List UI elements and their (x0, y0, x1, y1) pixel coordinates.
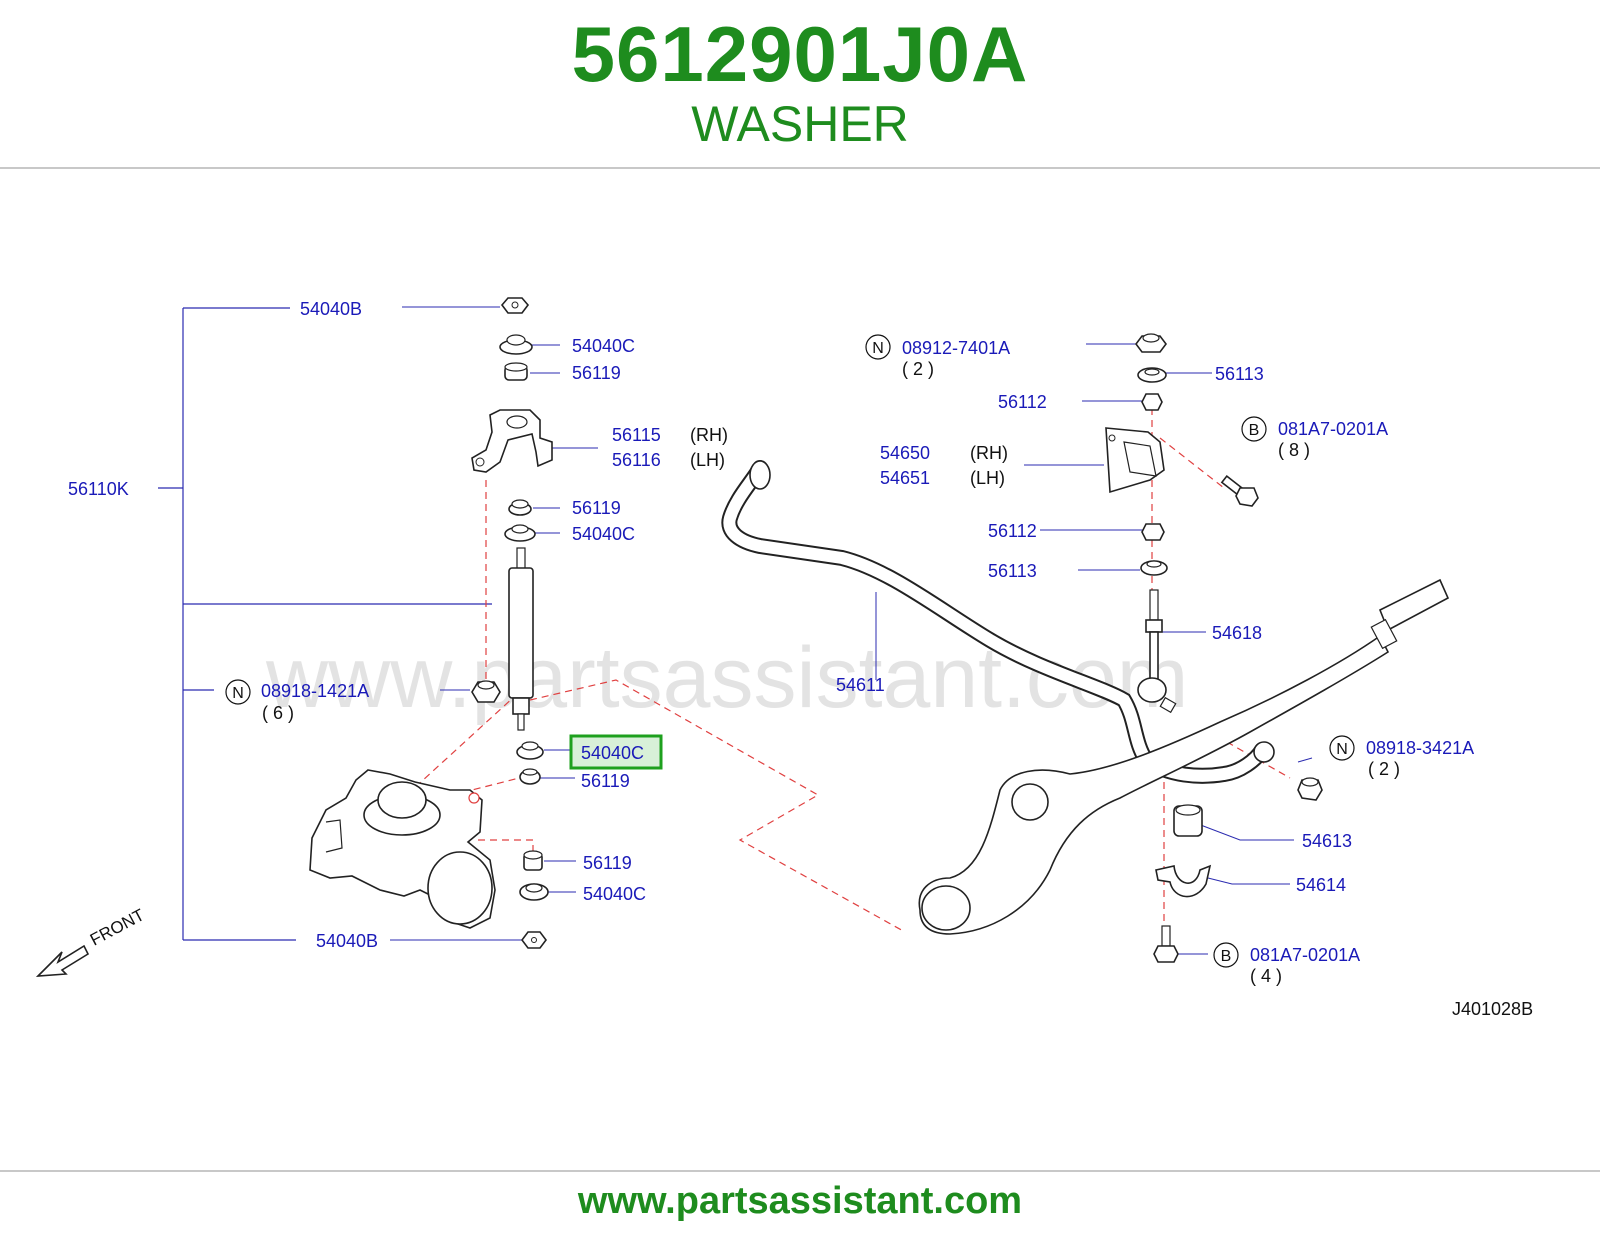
nut-54040b-top (500, 297, 530, 314)
label-54040c-4[interactable]: 54040C (583, 884, 646, 904)
bushing-56119-4 (523, 850, 543, 871)
label-56115[interactable]: 56115 (612, 425, 661, 445)
washer-56113-2 (1140, 560, 1168, 576)
shock-absorber (508, 547, 534, 731)
footer-divider (0, 1170, 1600, 1172)
shock-mount-bracket (471, 409, 553, 473)
header-divider (0, 167, 1600, 169)
page-header: 5612901J0A WASHER (0, 0, 1600, 168)
bolt-081a7-0201a-2 (1153, 925, 1179, 963)
label-56113-1[interactable]: 56113 (1215, 364, 1264, 384)
label-qty-8: ( 8 ) (1278, 440, 1310, 460)
lower-knuckle (309, 769, 496, 929)
label-54651[interactable]: 54651 (880, 468, 930, 488)
label-56112-1[interactable]: 56112 (998, 392, 1047, 412)
label-56113-2[interactable]: 56113 (988, 561, 1037, 581)
label-54614[interactable]: 54614 (1296, 875, 1346, 895)
label-08918-1421a[interactable]: 08918-1421A (261, 681, 369, 701)
nut-54040b-bottom (521, 931, 547, 949)
mark-b-2: B (1221, 948, 1232, 965)
label-54040b-top[interactable]: 54040B (300, 299, 362, 319)
label-qty-2b: ( 2 ) (1368, 759, 1400, 779)
footer-url[interactable]: www.partsassistant.com (577, 1180, 1023, 1222)
label-qty-6: ( 6 ) (262, 703, 294, 723)
washer-54040c-1 (499, 334, 533, 355)
rubber-bushing-54613 (1173, 804, 1203, 837)
watermark-text: www.partsassistant.com (265, 630, 1188, 726)
label-54613[interactable]: 54613 (1302, 831, 1352, 851)
mark-n-3: N (1336, 741, 1348, 758)
label-54611[interactable]: 54611 (836, 675, 885, 695)
washer-56113-1 (1137, 367, 1167, 383)
nut-08912-7401a (1135, 333, 1167, 353)
parts-diagram-svg: www.partsassistant.com (35, 297, 1533, 1019)
label-lh-2: (LH) (970, 468, 1005, 488)
part-name: WASHER (691, 96, 909, 152)
right-leaders (875, 343, 1313, 955)
label-56119-4[interactable]: 56119 (583, 853, 632, 873)
label-56116[interactable]: 56116 (612, 450, 661, 470)
bushing-56119-3 (519, 768, 541, 785)
bushing-56112-2 (1141, 523, 1165, 541)
label-54040b-bottom[interactable]: 54040B (316, 931, 378, 951)
label-rh-1: (RH) (690, 425, 728, 445)
part-labels: 54040B 54040C 56119 56115 (RH) 56116 (LH… (68, 299, 1533, 1019)
bushing-56119-2 (508, 499, 532, 516)
left-bracket (158, 307, 492, 941)
label-qty-4: ( 4 ) (1250, 966, 1282, 986)
label-54650[interactable]: 54650 (880, 443, 930, 463)
label-54040c-highlighted[interactable]: 54040C (581, 743, 644, 763)
washer-54040c-2 (504, 524, 536, 542)
stabilizer-bar (721, 460, 1275, 784)
nut-08918-3421a (1297, 777, 1323, 801)
link-rod-54618 (1137, 589, 1177, 714)
label-56110k[interactable]: 56110K (68, 479, 129, 499)
label-08918-3421a[interactable]: 08918-3421A (1366, 738, 1474, 758)
label-56112-2[interactable]: 56112 (988, 521, 1037, 541)
part-number: 5612901J0A (571, 10, 1029, 98)
mark-n-1: N (232, 685, 244, 702)
left-dashed-guides (409, 480, 906, 933)
label-54040c-1[interactable]: 54040C (572, 336, 635, 356)
stabilizer-bracket (1105, 427, 1165, 494)
bolt-081a7-0201a-1 (1220, 474, 1259, 507)
label-08912-7401a[interactable]: 08912-7401A (902, 338, 1010, 358)
label-081a7-0201a-2[interactable]: 081A7-0201A (1250, 945, 1360, 965)
mark-b-1: B (1249, 422, 1260, 439)
label-lh-1: (LH) (690, 450, 725, 470)
label-56119-1[interactable]: 56119 (572, 363, 621, 383)
washer-54040c-3 (516, 741, 544, 760)
clamp-54614 (1155, 864, 1212, 898)
lower-control-arm (918, 578, 1450, 935)
bushing-56119-1 (504, 362, 528, 381)
label-56119-3[interactable]: 56119 (581, 771, 630, 791)
front-arrow: FRONT (35, 905, 148, 977)
diagram-code: J401028B (1452, 999, 1533, 1019)
nut-08918-1421a (471, 680, 501, 703)
label-54618[interactable]: 54618 (1212, 623, 1262, 643)
mark-n-2: N (872, 340, 884, 357)
highlight-box (569, 734, 663, 770)
label-081a7-0201a-1[interactable]: 081A7-0201A (1278, 419, 1388, 439)
bushing-56112-1 (1141, 393, 1163, 411)
label-56119-2[interactable]: 56119 (572, 498, 621, 518)
circle-marks: N N N B B (225, 334, 1355, 968)
front-label: FRONT (87, 905, 148, 949)
parts-diagram: www.partsassistant.com (0, 170, 1600, 1170)
label-54040c-2[interactable]: 54040C (572, 524, 635, 544)
label-qty-2a: ( 2 ) (902, 359, 934, 379)
washer-54040c-4 (519, 883, 549, 901)
label-rh-2: (RH) (970, 443, 1008, 463)
